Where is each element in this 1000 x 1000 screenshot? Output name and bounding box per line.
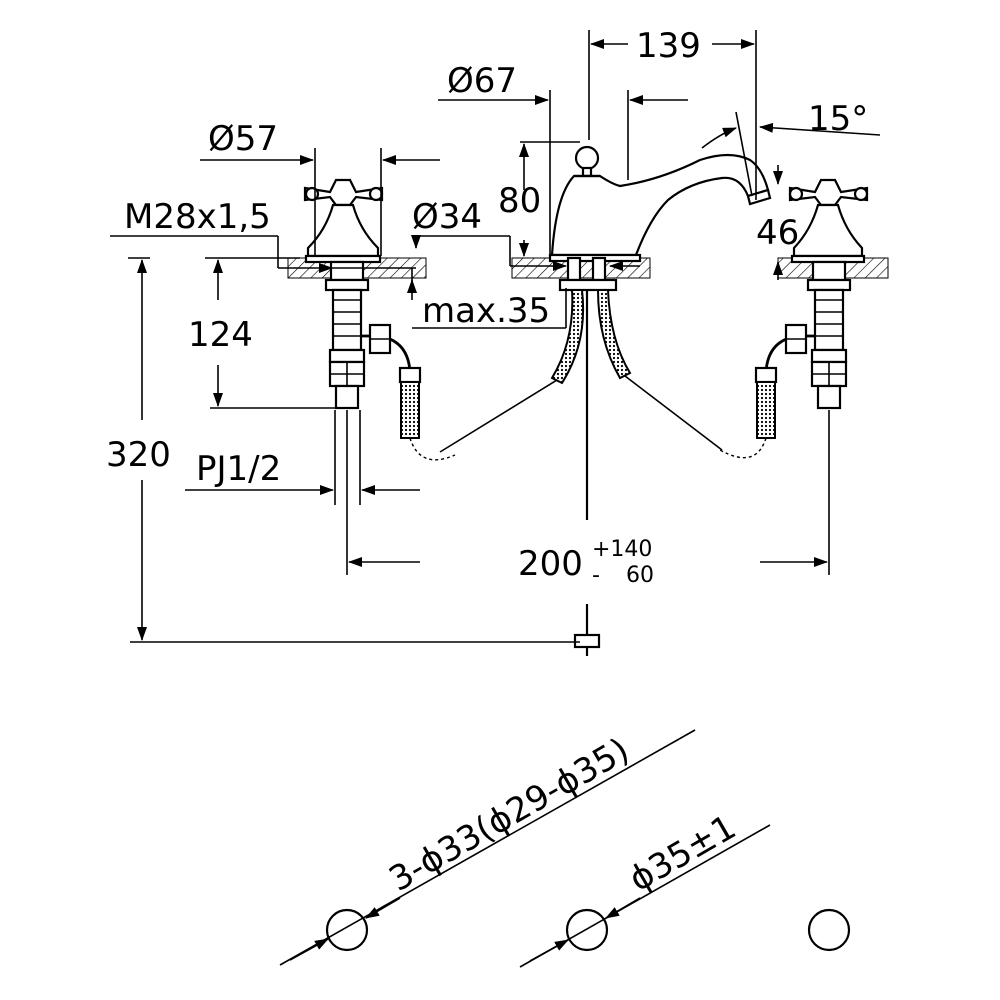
dim-spread-minus-value: 60 bbox=[626, 563, 654, 588]
dim-spread-minus: - bbox=[592, 563, 600, 588]
dimension-lines bbox=[110, 30, 881, 643]
dim-handle-height: 46 bbox=[756, 213, 799, 253]
hole-count-label: 3-ϕ33(ϕ29-ϕ35) bbox=[383, 730, 637, 900]
dim-spout-base-dia: Ø67 bbox=[447, 61, 517, 101]
dim-spout-angle: 15° bbox=[808, 99, 868, 139]
center-spout bbox=[439, 145, 772, 656]
dim-spout-height: 80 bbox=[498, 181, 541, 221]
dim-thread: M28x1,5 bbox=[124, 197, 271, 237]
right-handle-valve bbox=[719, 178, 869, 459]
hole-right bbox=[807, 908, 851, 952]
dim-spread: 200 bbox=[518, 544, 583, 584]
dim-shank-dia: Ø34 bbox=[412, 197, 482, 237]
hole-left bbox=[325, 908, 369, 952]
dim-total-height: 320 bbox=[106, 435, 171, 475]
left-handle-valve bbox=[303, 178, 456, 461]
hole-center bbox=[565, 908, 609, 952]
dim-max-deck: max.35 bbox=[422, 291, 550, 331]
dim-spout-reach: 139 bbox=[636, 26, 701, 66]
hole-dia-label: ϕ35±1 bbox=[623, 807, 743, 900]
hole-pattern bbox=[279, 729, 851, 968]
dim-handle-dia: Ø57 bbox=[208, 119, 278, 159]
dim-shank-length: 124 bbox=[188, 315, 253, 355]
dim-connection: PJ1/2 bbox=[196, 449, 281, 489]
dim-spread-plus: +140 bbox=[592, 537, 652, 562]
